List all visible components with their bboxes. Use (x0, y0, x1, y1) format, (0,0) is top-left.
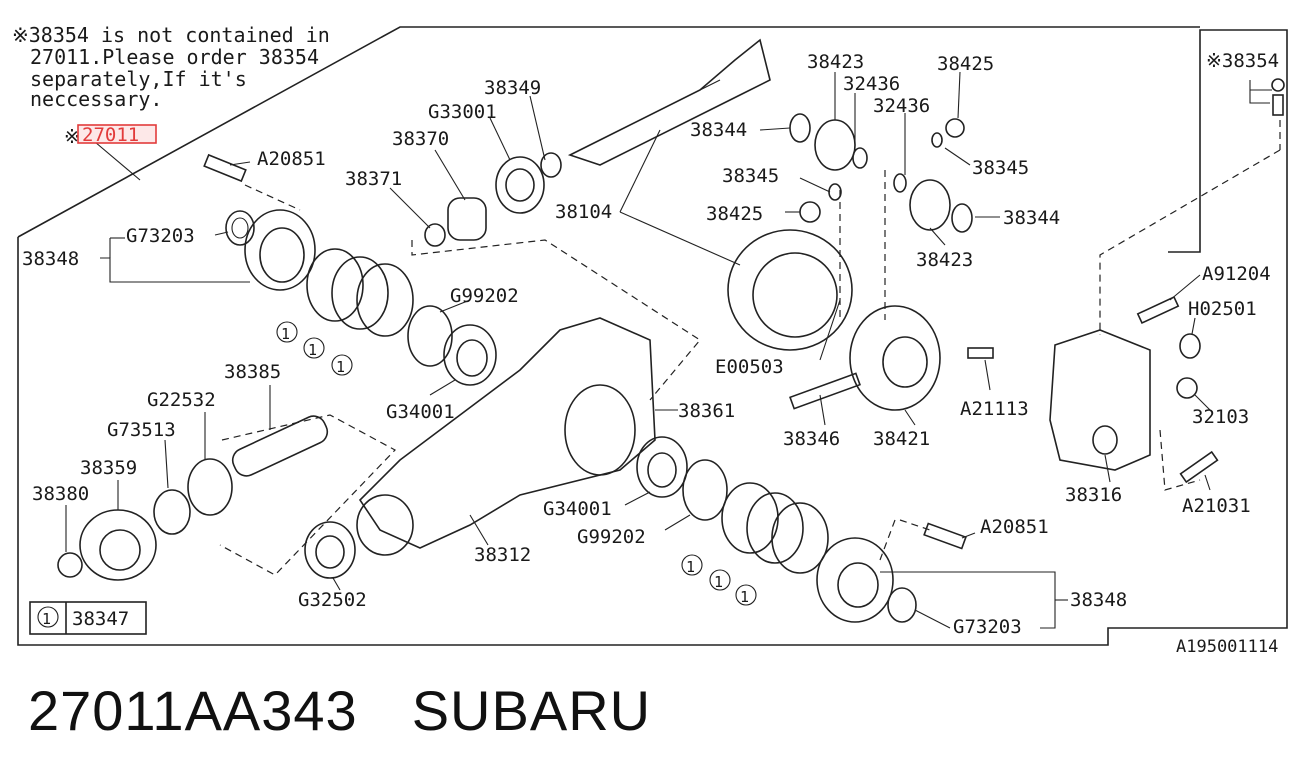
callout-38345-a[interactable]: 38345 (722, 165, 779, 187)
callout-e00503[interactable]: E00503 (715, 356, 784, 378)
callout-38425-b[interactable]: 38425 (706, 203, 763, 225)
svg-text:1: 1 (336, 358, 345, 376)
callout-38348-right[interactable]: 38348 (1070, 589, 1127, 611)
note-line-3: separately,If it's (30, 67, 247, 91)
callout-38421[interactable]: 38421 (873, 428, 930, 450)
part-drive-pinion (567, 38, 771, 166)
leader-lines (65, 71, 1272, 629)
part-bottom-left-flange (57, 415, 329, 581)
callout-g73203-left[interactable]: G73203 (126, 225, 195, 247)
callout-38348-left[interactable]: 38348 (22, 248, 79, 270)
shim-markers: 1 1 1 1 1 1 (276, 321, 757, 606)
callout-a21031[interactable]: A21031 (1182, 495, 1251, 517)
callout-38344-a[interactable]: 38344 (690, 119, 747, 141)
callout-a20851-bot[interactable]: A20851 (980, 516, 1049, 538)
callout-32436-a[interactable]: 32436 (843, 73, 900, 95)
assembly-ref[interactable]: ※ 27011 (64, 124, 157, 148)
ref-marker: ※ (64, 126, 80, 148)
part-bearing-g32502 (304, 521, 356, 579)
shim-marker: 1 (276, 321, 298, 343)
part-ring-gear (727, 229, 853, 351)
callout-g99202-top[interactable]: G99202 (450, 285, 519, 307)
callout-32103[interactable]: 32103 (1192, 406, 1249, 428)
callout-a21113[interactable]: A21113 (960, 398, 1029, 420)
callout-a20851-top[interactable]: A20851 (257, 148, 326, 170)
callout-38423-b[interactable]: 38423 (916, 249, 973, 271)
callout-g34001-bot[interactable]: G34001 (543, 498, 612, 520)
assembly-outline (17, 26, 1288, 646)
legend-marker: 1 (42, 610, 51, 628)
callout-38370[interactable]: 38370 (392, 128, 449, 150)
exploded-parts-diagram: ※38354 is not contained in 27011.Please … (12, 23, 1288, 657)
callout-a91204[interactable]: A91204 (1202, 263, 1271, 285)
diagram-code: A195001114 (1176, 637, 1278, 657)
callout-38371[interactable]: 38371 (345, 168, 402, 190)
svg-text:1: 1 (281, 325, 290, 343)
callout-38385[interactable]: 38385 (224, 361, 281, 383)
callouts: A20851 G73203 38348 38371 38370 G33001 3… (22, 50, 1279, 638)
note-line-4: neccessary. (30, 87, 162, 111)
callout-g22532[interactable]: G22532 (147, 389, 216, 411)
callout-g99202-bot[interactable]: G99202 (577, 526, 646, 548)
callout-38344-b[interactable]: 38344 (1003, 207, 1060, 229)
callout-32436-b[interactable]: 32436 (873, 95, 930, 117)
callout-g32502[interactable]: G32502 (298, 589, 367, 611)
callout-38349[interactable]: 38349 (484, 77, 541, 99)
brand-name: SUBARU (411, 679, 652, 742)
part-small-parts (424, 152, 562, 247)
shim-marker: 1 (681, 554, 703, 576)
svg-text:1: 1 (740, 588, 749, 606)
callout-g34001-top[interactable]: G34001 (386, 401, 455, 423)
note-line-1: ※38354 is not contained in (12, 23, 330, 47)
callout-38425-top[interactable]: 38425 (937, 53, 994, 75)
part-shims-left (306, 248, 453, 367)
callout-38345-b[interactable]: 38345 (972, 157, 1029, 179)
shim-marker: 1 (303, 337, 325, 359)
svg-text:1: 1 (308, 341, 317, 359)
shim-marker: 1 (709, 569, 731, 591)
callout-g73513[interactable]: G73513 (107, 419, 176, 441)
callout-g73203-right[interactable]: G73203 (953, 616, 1022, 638)
shim-marker: 1 (735, 584, 757, 606)
svg-text:1: 1 (714, 573, 723, 591)
callout-38354[interactable]: ※38354 (1206, 50, 1279, 72)
callout-38380[interactable]: 38380 (32, 483, 89, 505)
ref-highlight-box (77, 124, 157, 144)
svg-text:1: 1 (686, 558, 695, 576)
callout-38361[interactable]: 38361 (678, 400, 735, 422)
part-differential-case (789, 305, 994, 411)
shim-marker: 1 (331, 354, 353, 376)
callout-38312[interactable]: 38312 (474, 544, 531, 566)
part-bolt-a20851-top (203, 153, 247, 183)
legend-box: 1 38347 (29, 601, 147, 635)
callout-38104[interactable]: 38104 (555, 201, 612, 223)
part-number: 27011AA343 (28, 679, 358, 742)
callout-38316[interactable]: 38316 (1065, 484, 1122, 506)
note-line-2: 27011.Please order 38354 (30, 45, 319, 69)
part-side-gears-top (789, 113, 973, 233)
callout-38423-top[interactable]: 38423 (807, 51, 864, 73)
callout-38346[interactable]: 38346 (783, 428, 840, 450)
legend-part[interactable]: 38347 (72, 608, 129, 630)
part-seal-left (225, 210, 255, 246)
part-bearing-g34001-top (443, 324, 497, 386)
footer-title: 27011AA343 SUBARU (28, 678, 651, 743)
part-rear-cover (1049, 78, 1285, 484)
callout-h02501[interactable]: H02501 (1188, 298, 1257, 320)
part-right-side-bearing-group (636, 436, 967, 623)
ref-highlight-text: 27011 (82, 124, 139, 146)
order-note: ※38354 is not contained in 27011.Please … (12, 23, 330, 111)
callout-g33001[interactable]: G33001 (428, 101, 497, 123)
part-differential-carrier (356, 317, 656, 556)
part-side-retainer-left (244, 209, 316, 291)
callout-38359[interactable]: 38359 (80, 457, 137, 479)
